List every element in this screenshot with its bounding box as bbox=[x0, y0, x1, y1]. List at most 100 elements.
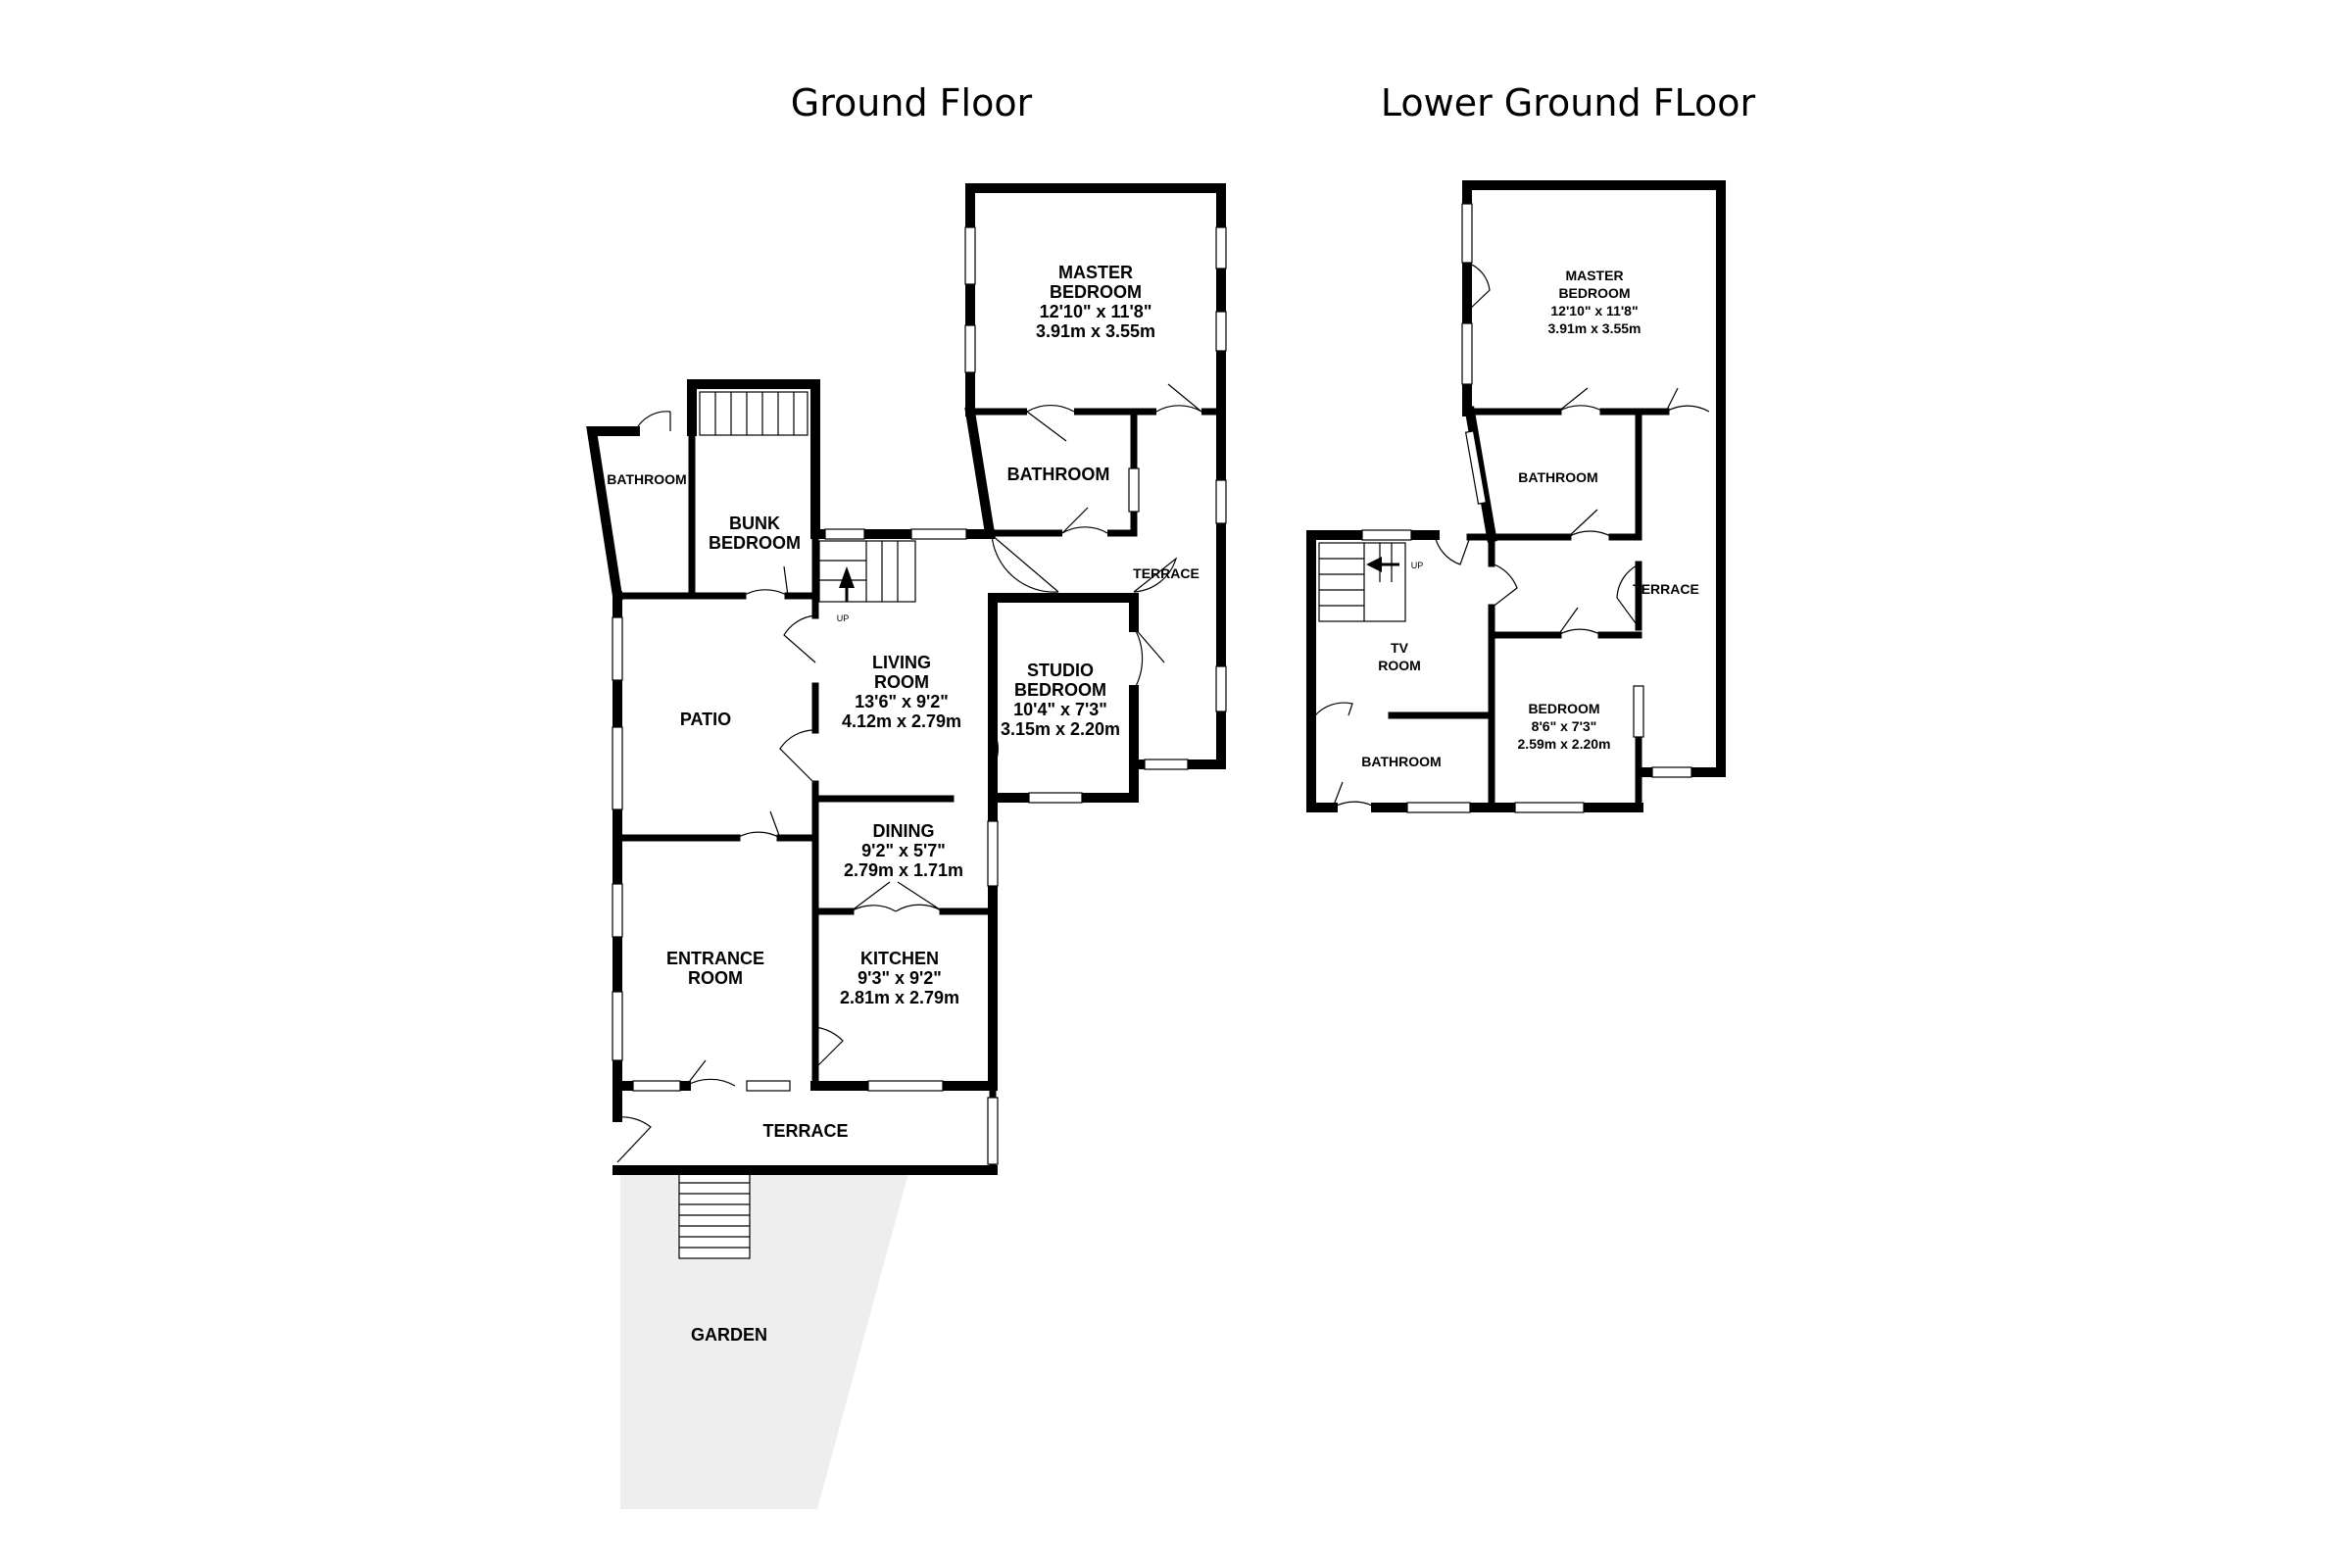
svg-text:ENTRANCE: ENTRANCE bbox=[666, 949, 764, 968]
lower-room-label-bathroom: BATHROOM bbox=[1518, 469, 1597, 485]
door-swing bbox=[850, 881, 944, 912]
room-label-master-bedroom: MASTER BEDROOM 12'10" x 11'8" 3.91m x 3.… bbox=[1036, 263, 1155, 341]
living-stair bbox=[818, 540, 916, 603]
door-swing bbox=[992, 728, 999, 769]
lower-room-label-terrace: TERRACE bbox=[1633, 581, 1699, 597]
svg-text:3.91m x 3.55m: 3.91m x 3.55m bbox=[1036, 321, 1155, 341]
door-swing bbox=[1061, 507, 1108, 534]
door-swing bbox=[616, 1116, 652, 1163]
svg-text:2.79m x 1.71m: 2.79m x 1.71m bbox=[844, 860, 963, 880]
window bbox=[746, 1080, 791, 1092]
door-swing bbox=[1567, 509, 1613, 538]
door-swing bbox=[1434, 534, 1471, 565]
lower-tv-room-walls bbox=[1306, 530, 1495, 812]
room-label-studio-bedroom: STUDIO BEDROOM 10'4" x 7'3" 3.15m x 2.20… bbox=[1001, 661, 1120, 739]
window bbox=[1361, 529, 1412, 541]
svg-text:BEDROOM: BEDROOM bbox=[1014, 680, 1106, 700]
window bbox=[1514, 802, 1585, 813]
svg-text:MASTER: MASTER bbox=[1565, 268, 1623, 283]
svg-text:ROOM: ROOM bbox=[874, 672, 929, 692]
door-swing bbox=[685, 1059, 736, 1087]
window bbox=[1461, 203, 1473, 264]
svg-text:2.81m x 2.79m: 2.81m x 2.79m bbox=[840, 988, 959, 1007]
room-label-terrace-bottom: TERRACE bbox=[762, 1121, 848, 1141]
window bbox=[1215, 311, 1227, 352]
door-swing bbox=[1491, 563, 1518, 609]
room-label-bathroom: BATHROOM bbox=[1007, 465, 1110, 484]
svg-text:STUDIO: STUDIO bbox=[1027, 661, 1094, 680]
window bbox=[612, 616, 623, 681]
lower-room-label-master-bedroom: MASTER BEDROOM 12'10" x 11'8" 3.91m x 3.… bbox=[1548, 268, 1642, 336]
window bbox=[1028, 792, 1083, 804]
door-swing bbox=[1155, 383, 1202, 413]
svg-text:3.15m x 2.20m: 3.15m x 2.20m bbox=[1001, 719, 1120, 739]
door-swing bbox=[1133, 557, 1178, 593]
svg-text:8'6" x 7'3": 8'6" x 7'3" bbox=[1532, 718, 1597, 734]
door-swing bbox=[634, 411, 671, 432]
window bbox=[1461, 322, 1473, 385]
svg-text:4.12m x 2.79m: 4.12m x 2.79m bbox=[842, 711, 961, 731]
door-swing bbox=[779, 729, 816, 785]
room-label-patio: PATIO bbox=[680, 710, 731, 729]
window bbox=[987, 1097, 999, 1165]
lower-room-label-bedroom: BEDROOM 8'6" x 7'3" 2.59m x 2.20m bbox=[1518, 701, 1611, 752]
garden-steps bbox=[678, 1171, 751, 1259]
svg-text:10'4" x 7'3": 10'4" x 7'3" bbox=[1013, 700, 1107, 719]
window bbox=[1406, 802, 1471, 813]
patio-walls bbox=[612, 591, 819, 1083]
window bbox=[910, 528, 967, 540]
svg-text:DINING: DINING bbox=[873, 821, 935, 841]
svg-text:TV: TV bbox=[1391, 640, 1409, 656]
svg-text:13'6" x 9'2": 13'6" x 9'2" bbox=[855, 692, 949, 711]
window bbox=[964, 226, 976, 285]
svg-text:BUNK: BUNK bbox=[729, 514, 780, 533]
door-swing bbox=[1616, 564, 1640, 628]
door-swing bbox=[1026, 405, 1075, 442]
svg-text:BEDROOM: BEDROOM bbox=[1050, 282, 1142, 302]
ground-floor-title: Ground Floor bbox=[791, 81, 1033, 124]
door-swing bbox=[742, 565, 789, 597]
svg-text:BEDROOM: BEDROOM bbox=[1528, 701, 1599, 716]
room-label-dining: DINING 9'2" x 5'7" 2.79m x 1.71m bbox=[844, 821, 963, 880]
room-label-terrace-right: TERRACE bbox=[1133, 565, 1200, 581]
door-swing bbox=[1557, 387, 1604, 413]
entrance-walls bbox=[612, 1015, 998, 1091]
door-swing bbox=[1314, 702, 1353, 716]
lower-room-label-bathroom-small: BATHROOM bbox=[1361, 754, 1441, 769]
lower-tv-stair bbox=[1318, 542, 1406, 622]
window bbox=[1144, 759, 1189, 770]
window bbox=[824, 528, 865, 540]
window bbox=[1128, 467, 1140, 513]
window bbox=[1215, 226, 1227, 270]
lower-room-label-tv-room: TV ROOM bbox=[1378, 640, 1421, 673]
window bbox=[1215, 665, 1227, 712]
svg-text:ROOM: ROOM bbox=[1378, 658, 1421, 673]
door-swing bbox=[1557, 607, 1602, 636]
svg-text:LIVING: LIVING bbox=[872, 653, 931, 672]
door-swing bbox=[1133, 626, 1165, 691]
door-swing bbox=[814, 1026, 844, 1069]
window bbox=[1215, 479, 1227, 524]
door-swing bbox=[1466, 262, 1491, 313]
svg-text:MASTER: MASTER bbox=[1058, 263, 1133, 282]
svg-text:9'3" x 9'2": 9'3" x 9'2" bbox=[858, 968, 942, 988]
svg-text:3.91m x 3.55m: 3.91m x 3.55m bbox=[1548, 320, 1642, 336]
window bbox=[1633, 685, 1644, 738]
bunk-bedroom-walls bbox=[687, 379, 820, 600]
window bbox=[612, 726, 623, 810]
door-swing bbox=[1665, 387, 1710, 413]
door-swing bbox=[736, 810, 781, 839]
lower-ground-floor-title: Lower Ground FLoor bbox=[1381, 81, 1756, 124]
door-swing bbox=[991, 534, 1059, 593]
svg-text:12'10" x 11'8": 12'10" x 11'8" bbox=[1550, 303, 1638, 318]
stair-up-label: UP bbox=[837, 613, 850, 623]
svg-text:BEDROOM: BEDROOM bbox=[709, 533, 801, 553]
room-label-living-room: LIVING ROOM 13'6" x 9'2" 4.12m x 2.79m bbox=[842, 653, 961, 731]
svg-text:KITCHEN: KITCHEN bbox=[860, 949, 939, 968]
svg-text:9'2" x 5'7": 9'2" x 5'7" bbox=[861, 841, 946, 860]
door-swing bbox=[1332, 781, 1377, 808]
svg-text:12'10" x 11'8": 12'10" x 11'8" bbox=[1040, 302, 1152, 321]
door-swing bbox=[783, 614, 816, 663]
window bbox=[987, 820, 999, 887]
